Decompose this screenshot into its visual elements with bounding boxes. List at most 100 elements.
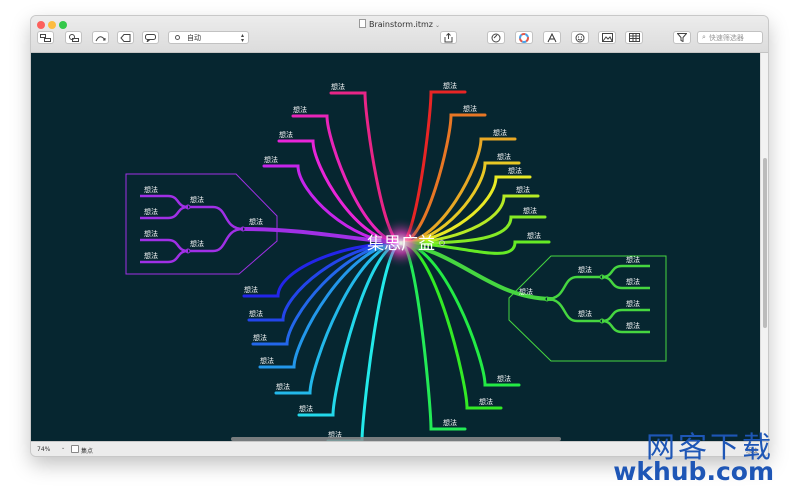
horizontal-scrollbar[interactable] bbox=[231, 437, 561, 441]
right-group-leaf-branch-1-0[interactable] bbox=[601, 308, 650, 323]
vertical-scroll-thumb[interactable] bbox=[763, 158, 767, 328]
insert-topic-button[interactable] bbox=[37, 31, 54, 44]
right-upper-idea-5[interactable]: 想法 bbox=[516, 185, 530, 194]
left-group-leaf-branch-0-1[interactable] bbox=[140, 205, 189, 220]
right-group-leaf-branch-0-0[interactable] bbox=[601, 264, 650, 279]
subtopic-icon bbox=[69, 33, 79, 42]
zoom-level[interactable]: 74% bbox=[37, 446, 51, 453]
font-icon bbox=[547, 32, 557, 42]
close-window-button[interactable] bbox=[37, 21, 45, 29]
left-group-leaf-label-0-0[interactable]: 想法 bbox=[144, 185, 158, 194]
right-group-leaf-label-0-0[interactable]: 想法 bbox=[626, 255, 640, 264]
left-lower-idea-6[interactable]: 想法 bbox=[328, 430, 342, 439]
left-group-root-label[interactable]: 想法 bbox=[249, 217, 263, 226]
right-group-mid-label-0[interactable]: 想法 bbox=[578, 265, 592, 274]
left-lower-branch-6[interactable] bbox=[326, 241, 403, 443]
relationship-icon bbox=[95, 35, 106, 41]
relationship-button[interactable] bbox=[92, 31, 109, 44]
select-arrows-icon: ▴▾ bbox=[240, 32, 244, 44]
right-group-mid-branch-1[interactable] bbox=[546, 297, 602, 323]
right-upper-idea-2[interactable]: 想法 bbox=[493, 128, 507, 137]
right-group-leaf-label-1-1[interactable]: 想法 bbox=[626, 321, 640, 330]
left-group-leaf-branch-0-0[interactable] bbox=[140, 194, 189, 209]
center-topic[interactable]: 集思广益 bbox=[367, 234, 435, 254]
image-icon bbox=[601, 33, 613, 42]
right-lower-idea-2[interactable]: 想法 bbox=[443, 418, 457, 427]
insert-subtopic-button[interactable] bbox=[65, 31, 82, 44]
right-upper-idea-7[interactable]: 想法 bbox=[527, 231, 541, 240]
mind-map-canvas[interactable]: 想法想法想法想法想法想法想法想法想法想法想法想法想法想法想法想法想法想法想法想法… bbox=[31, 53, 760, 449]
color-button[interactable] bbox=[515, 31, 533, 44]
left-lower-idea-0[interactable]: 想法 bbox=[244, 285, 258, 294]
image-button[interactable] bbox=[598, 31, 616, 44]
right-boundary[interactable] bbox=[508, 255, 667, 362]
format-button[interactable] bbox=[487, 31, 505, 44]
left-group-leaf-label-0-1[interactable]: 想法 bbox=[144, 207, 158, 216]
right-group-leaf-branch-1-1[interactable] bbox=[601, 319, 650, 334]
smiley-icon bbox=[575, 33, 585, 42]
minimize-window-button[interactable] bbox=[48, 21, 56, 29]
map-style-value: 自动 bbox=[187, 33, 201, 42]
right-upper-idea-4[interactable]: 想法 bbox=[508, 166, 522, 175]
left-lower-idea-1[interactable]: 想法 bbox=[249, 309, 263, 318]
filter-icon bbox=[677, 33, 687, 42]
left-group-mid-branch-0[interactable] bbox=[188, 205, 244, 231]
zoom-dropdown-icon[interactable]: ⌄ bbox=[61, 445, 66, 451]
left-group-mid-branch-1[interactable] bbox=[188, 227, 244, 253]
color-wheel-icon bbox=[519, 32, 529, 43]
right-lower-idea-0[interactable]: 想法 bbox=[497, 374, 511, 383]
left-upper-idea-3[interactable]: 想法 bbox=[264, 155, 278, 164]
right-lower-branch-2[interactable] bbox=[399, 241, 467, 431]
left-lower-branch-2[interactable] bbox=[251, 241, 403, 346]
right-lower-idea-1[interactable]: 想法 bbox=[479, 397, 493, 406]
filter-button[interactable] bbox=[673, 31, 691, 44]
document-icon bbox=[358, 19, 366, 28]
left-group-leaf-branch-1-0[interactable] bbox=[140, 238, 189, 253]
right-group-mid-label-1[interactable]: 想法 bbox=[578, 309, 592, 318]
right-group-leaf-label-0-1[interactable]: 想法 bbox=[626, 277, 640, 286]
map-style-select[interactable]: 自动 ▴▾ bbox=[168, 31, 249, 44]
left-lower-idea-5[interactable]: 想法 bbox=[299, 404, 313, 413]
left-upper-idea-1[interactable]: 想法 bbox=[293, 105, 307, 114]
title-chevron-icon[interactable]: ⌄ bbox=[434, 22, 441, 29]
right-group-mid-branch-0[interactable] bbox=[546, 275, 602, 301]
callout-icon bbox=[145, 33, 156, 42]
right-group-root-label[interactable]: 想法 bbox=[519, 287, 533, 296]
title-bar: Brainstorm.itmz⌄ 自动 ▴▾ bbox=[31, 16, 768, 53]
right-group-leaf-label-1-0[interactable]: 想法 bbox=[626, 299, 640, 308]
watermark-en: wkhub.com bbox=[613, 457, 774, 486]
table-button[interactable] bbox=[625, 31, 643, 44]
right-upper-idea-6[interactable]: 想法 bbox=[523, 206, 537, 215]
right-upper-idea-3[interactable]: 想法 bbox=[497, 152, 511, 161]
right-group-leaf-branch-0-1[interactable] bbox=[601, 275, 650, 290]
boundary-button[interactable] bbox=[117, 31, 134, 44]
brush-icon bbox=[491, 33, 501, 42]
left-group-mid-label-0[interactable]: 想法 bbox=[190, 195, 204, 204]
quick-filter-placeholder: 快速筛选器 bbox=[708, 33, 744, 42]
right-upper-idea-0[interactable]: 想法 bbox=[443, 81, 457, 90]
table-icon bbox=[628, 33, 640, 42]
emoji-button[interactable] bbox=[571, 31, 589, 44]
zoom-window-button[interactable] bbox=[59, 21, 67, 29]
status-right-text: 想法 bbox=[745, 448, 758, 455]
share-button[interactable] bbox=[440, 31, 457, 44]
focus-checkbox[interactable] bbox=[71, 445, 79, 453]
left-group-leaf-label-1-1[interactable]: 想法 bbox=[144, 251, 158, 260]
callout-button[interactable] bbox=[142, 31, 159, 44]
left-lower-idea-3[interactable]: 想法 bbox=[260, 356, 274, 365]
left-lower-idea-4[interactable]: 想法 bbox=[276, 382, 290, 391]
mind-map-svg: 想法想法想法想法想法想法想法想法想法想法想法想法想法想法想法想法想法想法想法想法… bbox=[125, 81, 667, 443]
left-lower-idea-2[interactable]: 想法 bbox=[253, 333, 267, 342]
left-upper-idea-2[interactable]: 想法 bbox=[279, 130, 293, 139]
quick-filter-search[interactable]: ⌕ 快速筛选器 bbox=[697, 31, 763, 44]
right-upper-idea-1[interactable]: 想法 bbox=[463, 104, 477, 113]
font-button[interactable] bbox=[543, 31, 561, 44]
left-lower-branch-4[interactable] bbox=[274, 241, 403, 395]
left-upper-idea-0[interactable]: 想法 bbox=[331, 82, 345, 91]
vertical-scrollbar[interactable] bbox=[760, 53, 768, 449]
left-boundary[interactable] bbox=[125, 173, 278, 275]
left-group-leaf-branch-1-1[interactable] bbox=[140, 249, 189, 264]
style-dot-icon bbox=[175, 35, 180, 40]
left-group-leaf-label-1-0[interactable]: 想法 bbox=[144, 229, 158, 238]
left-group-mid-label-1[interactable]: 想法 bbox=[190, 239, 204, 248]
